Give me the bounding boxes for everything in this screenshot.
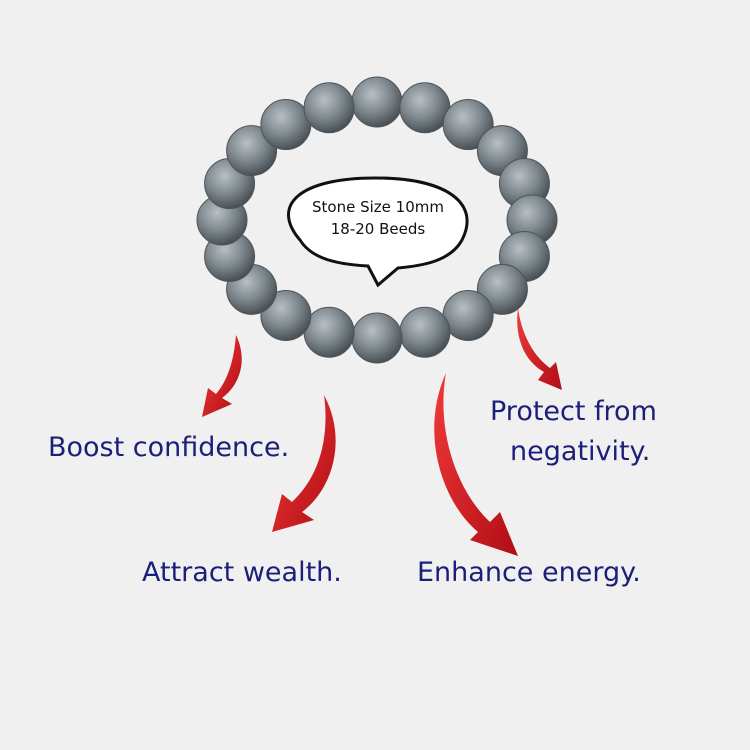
arrow-icons [202, 308, 562, 556]
benefit-protect: Protect from [490, 396, 657, 427]
bead [303, 82, 355, 134]
benefit-protect-line2: negativity. [510, 436, 651, 467]
bead [351, 76, 403, 128]
stone-size-text: Stone Size 10mm [312, 198, 444, 216]
bead [442, 289, 494, 341]
bead-ring [196, 76, 558, 364]
bead-count-text: 18-20 Beeds [330, 220, 426, 238]
speech-bubble [287, 176, 469, 288]
arrow-icon [434, 373, 518, 556]
bead [399, 82, 451, 134]
bead [351, 312, 403, 364]
benefit-attract-wealth: Attract wealth. [142, 557, 342, 588]
bead [399, 306, 451, 358]
arrow-icon [272, 395, 336, 532]
arrow-icon [202, 335, 242, 417]
bead-size-label: Stone Size 10mm 18-20 Beeds [288, 196, 468, 240]
benefit-enhance-energy: Enhance energy. [417, 557, 641, 588]
bead [260, 289, 312, 341]
bead [260, 99, 312, 151]
bead [442, 99, 494, 151]
bead [226, 125, 278, 177]
bead [476, 263, 528, 315]
bead [303, 306, 355, 358]
benefit-boost-confidence: Boost confidence. [48, 432, 290, 463]
arrow-icon [517, 308, 562, 390]
